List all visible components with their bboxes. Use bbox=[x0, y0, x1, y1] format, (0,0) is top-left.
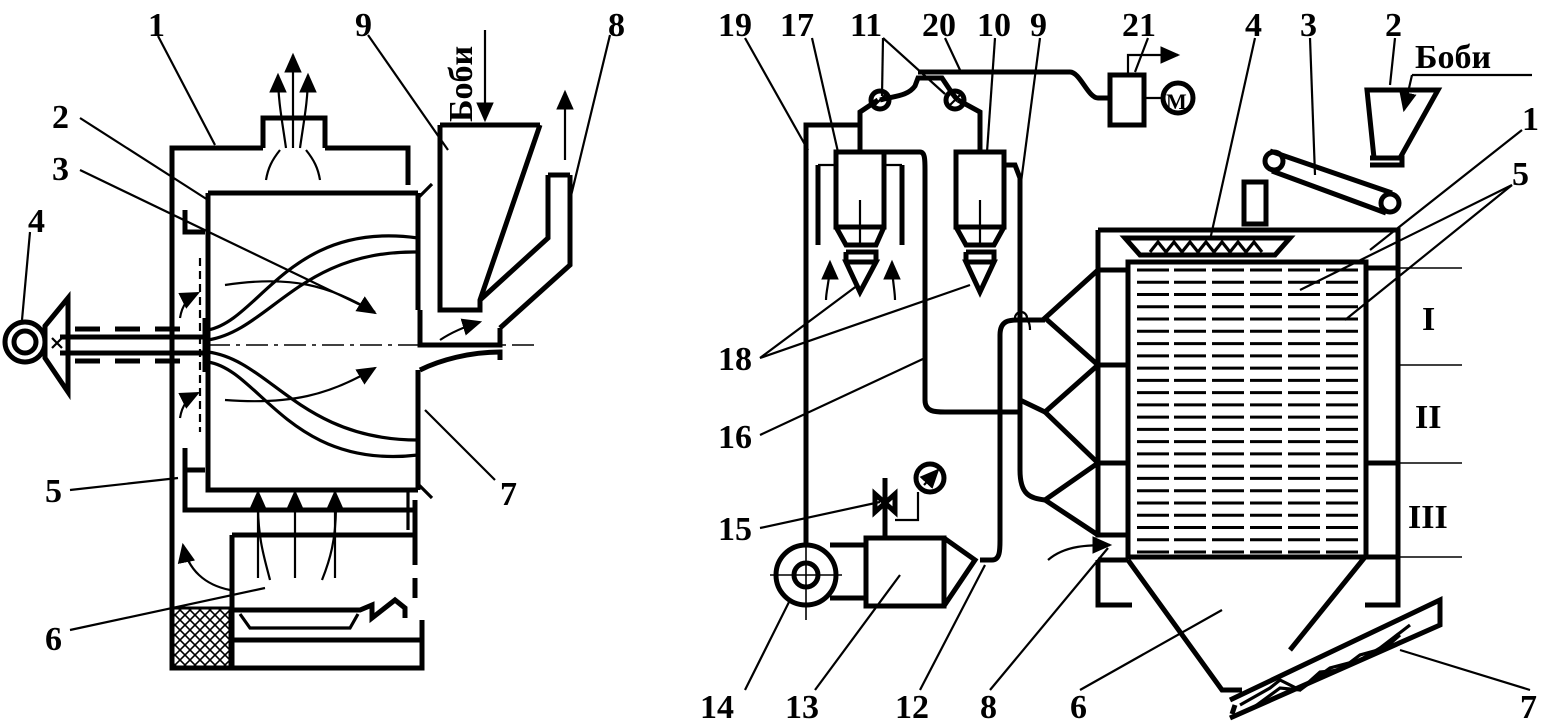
label-9: 9 bbox=[355, 7, 372, 44]
top-heater bbox=[1119, 235, 1296, 258]
label-3-right: 3 bbox=[1300, 7, 1317, 44]
bed-grid bbox=[1125, 259, 1369, 560]
label-6: 6 bbox=[45, 621, 62, 658]
bed-slots bbox=[1137, 268, 1358, 554]
chamber-outer bbox=[1098, 227, 1401, 608]
drum-body bbox=[205, 193, 418, 493]
label-13: 13 bbox=[785, 689, 819, 724]
label-7: 7 bbox=[500, 476, 517, 513]
label-5: 5 bbox=[45, 473, 62, 510]
label-2: 2 bbox=[52, 99, 69, 136]
label-7-right: 7 bbox=[1520, 689, 1537, 724]
motor bbox=[1160, 80, 1196, 116]
label-3: 3 bbox=[52, 151, 69, 188]
casing-top-right bbox=[325, 145, 411, 185]
heater bbox=[863, 535, 947, 609]
label-18: 18 bbox=[718, 341, 752, 378]
label-15: 15 bbox=[718, 511, 752, 548]
label-20: 20 bbox=[922, 7, 956, 44]
zone-II: II bbox=[1415, 399, 1441, 436]
label-5-right: 5 bbox=[1512, 156, 1529, 193]
zone-I: I bbox=[1422, 301, 1435, 338]
drive-cone bbox=[42, 291, 71, 401]
label-8-right: 8 bbox=[980, 689, 997, 724]
label-6-right: 6 bbox=[1070, 689, 1087, 724]
pulley-outer bbox=[2, 319, 48, 365]
label-1: 1 bbox=[148, 7, 165, 44]
fuel-block bbox=[170, 606, 232, 670]
pulley-inner bbox=[11, 328, 39, 356]
label-2-right: 2 bbox=[1385, 7, 1402, 44]
label-19: 19 bbox=[718, 7, 752, 44]
motor-label: М bbox=[1166, 89, 1187, 114]
label-4: 4 bbox=[28, 203, 45, 240]
zone-III: III bbox=[1408, 499, 1448, 536]
left-roaster-diagram: 1 2 3 4 5 6 7 8 9 Боби bbox=[2, 7, 625, 671]
label-1-right: 1 bbox=[1522, 101, 1539, 138]
label-8: 8 bbox=[608, 7, 625, 44]
label-12: 12 bbox=[895, 689, 929, 724]
label-10: 10 bbox=[977, 7, 1011, 44]
beans-label-left: Боби bbox=[443, 46, 480, 122]
label-17: 17 bbox=[780, 7, 814, 44]
feed-hopper-right bbox=[1364, 87, 1443, 161]
label-16: 16 bbox=[718, 419, 752, 456]
beans-label-right: Боби bbox=[1415, 39, 1491, 76]
label-4-right: 4 bbox=[1245, 7, 1262, 44]
drive-box bbox=[1107, 72, 1147, 128]
label-21: 21 bbox=[1122, 7, 1156, 44]
label-9-right: 9 bbox=[1030, 7, 1047, 44]
right-roaster-diagram: М 19 17 11 20 10 9 21 4 3 bbox=[700, 7, 1539, 724]
charge-port bbox=[1241, 179, 1269, 227]
label-14: 14 bbox=[700, 689, 734, 724]
label-11: 11 bbox=[850, 7, 882, 44]
